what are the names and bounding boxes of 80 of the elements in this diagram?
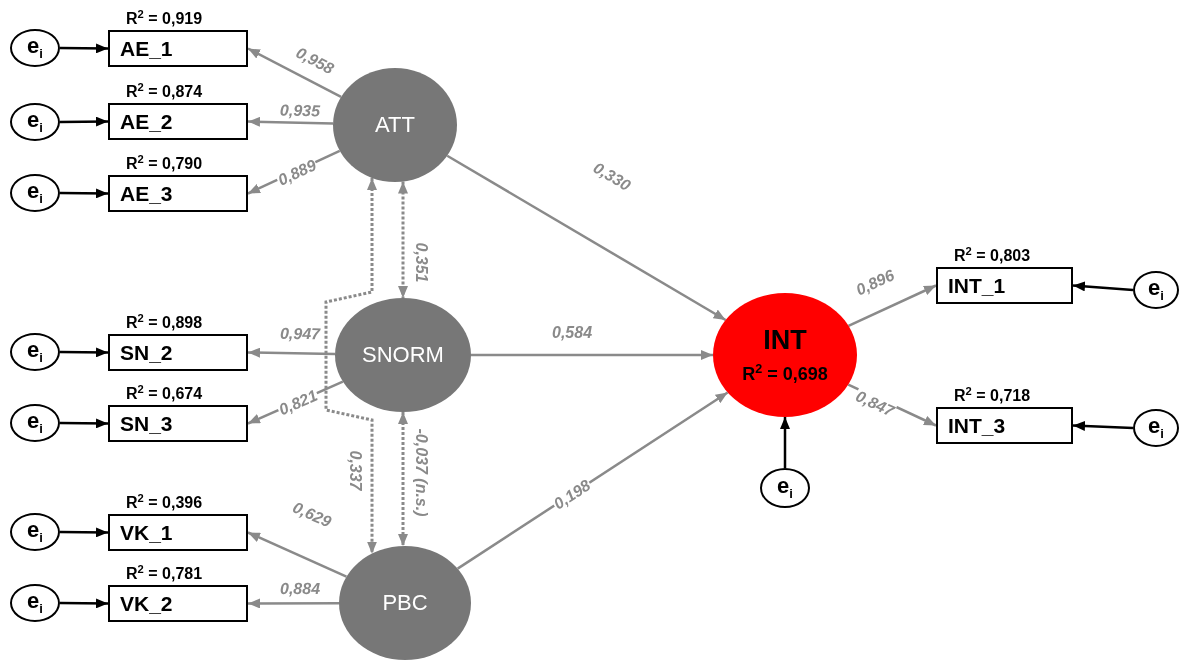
indicator-box (108, 30, 248, 67)
error-term-circle (10, 584, 60, 622)
arrow (60, 188, 108, 199)
indicator-label: AE_1 (120, 36, 173, 61)
indicator-label: SN_2 (120, 340, 173, 365)
arrow (247, 531, 347, 578)
error-term-label: e$_{i}$ (27, 180, 43, 206)
indicator-label: INT_1 (948, 273, 1006, 298)
arrow (60, 43, 108, 54)
r-squared-label: R$^{2}$ = 0,790 (126, 155, 203, 173)
indicator-box (108, 405, 248, 442)
indicator-label: AE_3 (120, 181, 173, 206)
error-term-label: e$_{i}$ (777, 475, 793, 501)
error-term-label: e$_{i}$ (27, 590, 43, 616)
r-squared-label: R$^{2}$ = 0,898 (126, 314, 203, 332)
edge-label: -0,037 (n.s.) (412, 427, 430, 517)
arrow (60, 598, 108, 609)
r-squared-label: R$^{2}$ = 0,698 (742, 364, 828, 385)
error-term-circle (760, 468, 810, 508)
arrow (446, 154, 727, 322)
error-term-label: e$_{i}$ (27, 109, 43, 135)
edge-label: 0,351 (412, 241, 430, 283)
indicator-box (936, 267, 1073, 304)
indicator-box (108, 175, 248, 212)
error-term-label: e$_{i}$ (1148, 277, 1164, 303)
indicator-box (108, 334, 248, 371)
variable-label: ATT (375, 112, 415, 138)
indicator-label: AE_2 (120, 109, 173, 134)
error-term-label: e$_{i}$ (27, 519, 43, 545)
r-squared-label: R$^{2}$ = 0,674 (126, 385, 203, 403)
edge-label: 0,884 (278, 579, 322, 597)
arrow (60, 116, 108, 127)
indicator-box (108, 103, 248, 140)
arrow (247, 347, 336, 358)
error-term-label: e$_{i}$ (27, 410, 43, 436)
edge-label: 0,584 (551, 323, 594, 341)
indicator-label: SN_3 (120, 411, 173, 436)
variable-label: INT (763, 325, 807, 356)
error-term-label: e$_{i}$ (1148, 415, 1164, 441)
r-squared-label: R$^{2}$ = 0,396 (126, 494, 203, 512)
indicator-label: VK_2 (120, 591, 173, 616)
r-squared-label: R$^{2}$ = 0,718 (954, 387, 1031, 405)
r-squared-label: R$^{2}$ = 0,803 (954, 247, 1031, 265)
edge-label: 0,947 (278, 324, 322, 342)
correlation-arrow (398, 412, 408, 547)
correlation-arrow (398, 181, 408, 298)
error-term-circle (10, 404, 60, 442)
error-term-circle (10, 333, 60, 371)
indicator-label: INT_3 (948, 413, 1006, 438)
error-term-circle (10, 29, 60, 67)
error-term-circle (1133, 409, 1179, 447)
variable-label: PBC (382, 590, 428, 616)
correlation-arrow (324, 177, 377, 554)
arrow (847, 284, 937, 327)
variable-label: SNORM (362, 342, 444, 368)
error-term-circle (10, 174, 60, 212)
arrow (780, 417, 790, 468)
arrow (1072, 281, 1134, 292)
arrow (247, 47, 342, 99)
error-term-circle (1133, 271, 1179, 309)
arrow (471, 350, 713, 360)
indicator-box (108, 514, 248, 551)
arrow (60, 347, 108, 358)
error-term-circle (10, 513, 60, 551)
edge-label: 0,337 (346, 449, 364, 491)
indicator-box (108, 585, 248, 622)
indicator-box (936, 407, 1073, 444)
r-squared-label: R$^{2}$ = 0,781 (126, 565, 203, 583)
arrow (60, 527, 108, 538)
error-term-label: e$_{i}$ (27, 339, 43, 365)
r-squared-label: R$^{2}$ = 0,919 (126, 10, 203, 28)
arrow (1072, 421, 1134, 431)
r-squared-label: R$^{2}$ = 0,874 (126, 83, 203, 101)
arrow (247, 116, 334, 127)
arrow (60, 418, 108, 429)
arrow (248, 598, 339, 609)
error-term-label: e$_{i}$ (27, 35, 43, 61)
indicator-label: VK_1 (120, 520, 173, 545)
edge-label: 0,935 (278, 101, 322, 119)
error-term-circle (10, 103, 60, 141)
